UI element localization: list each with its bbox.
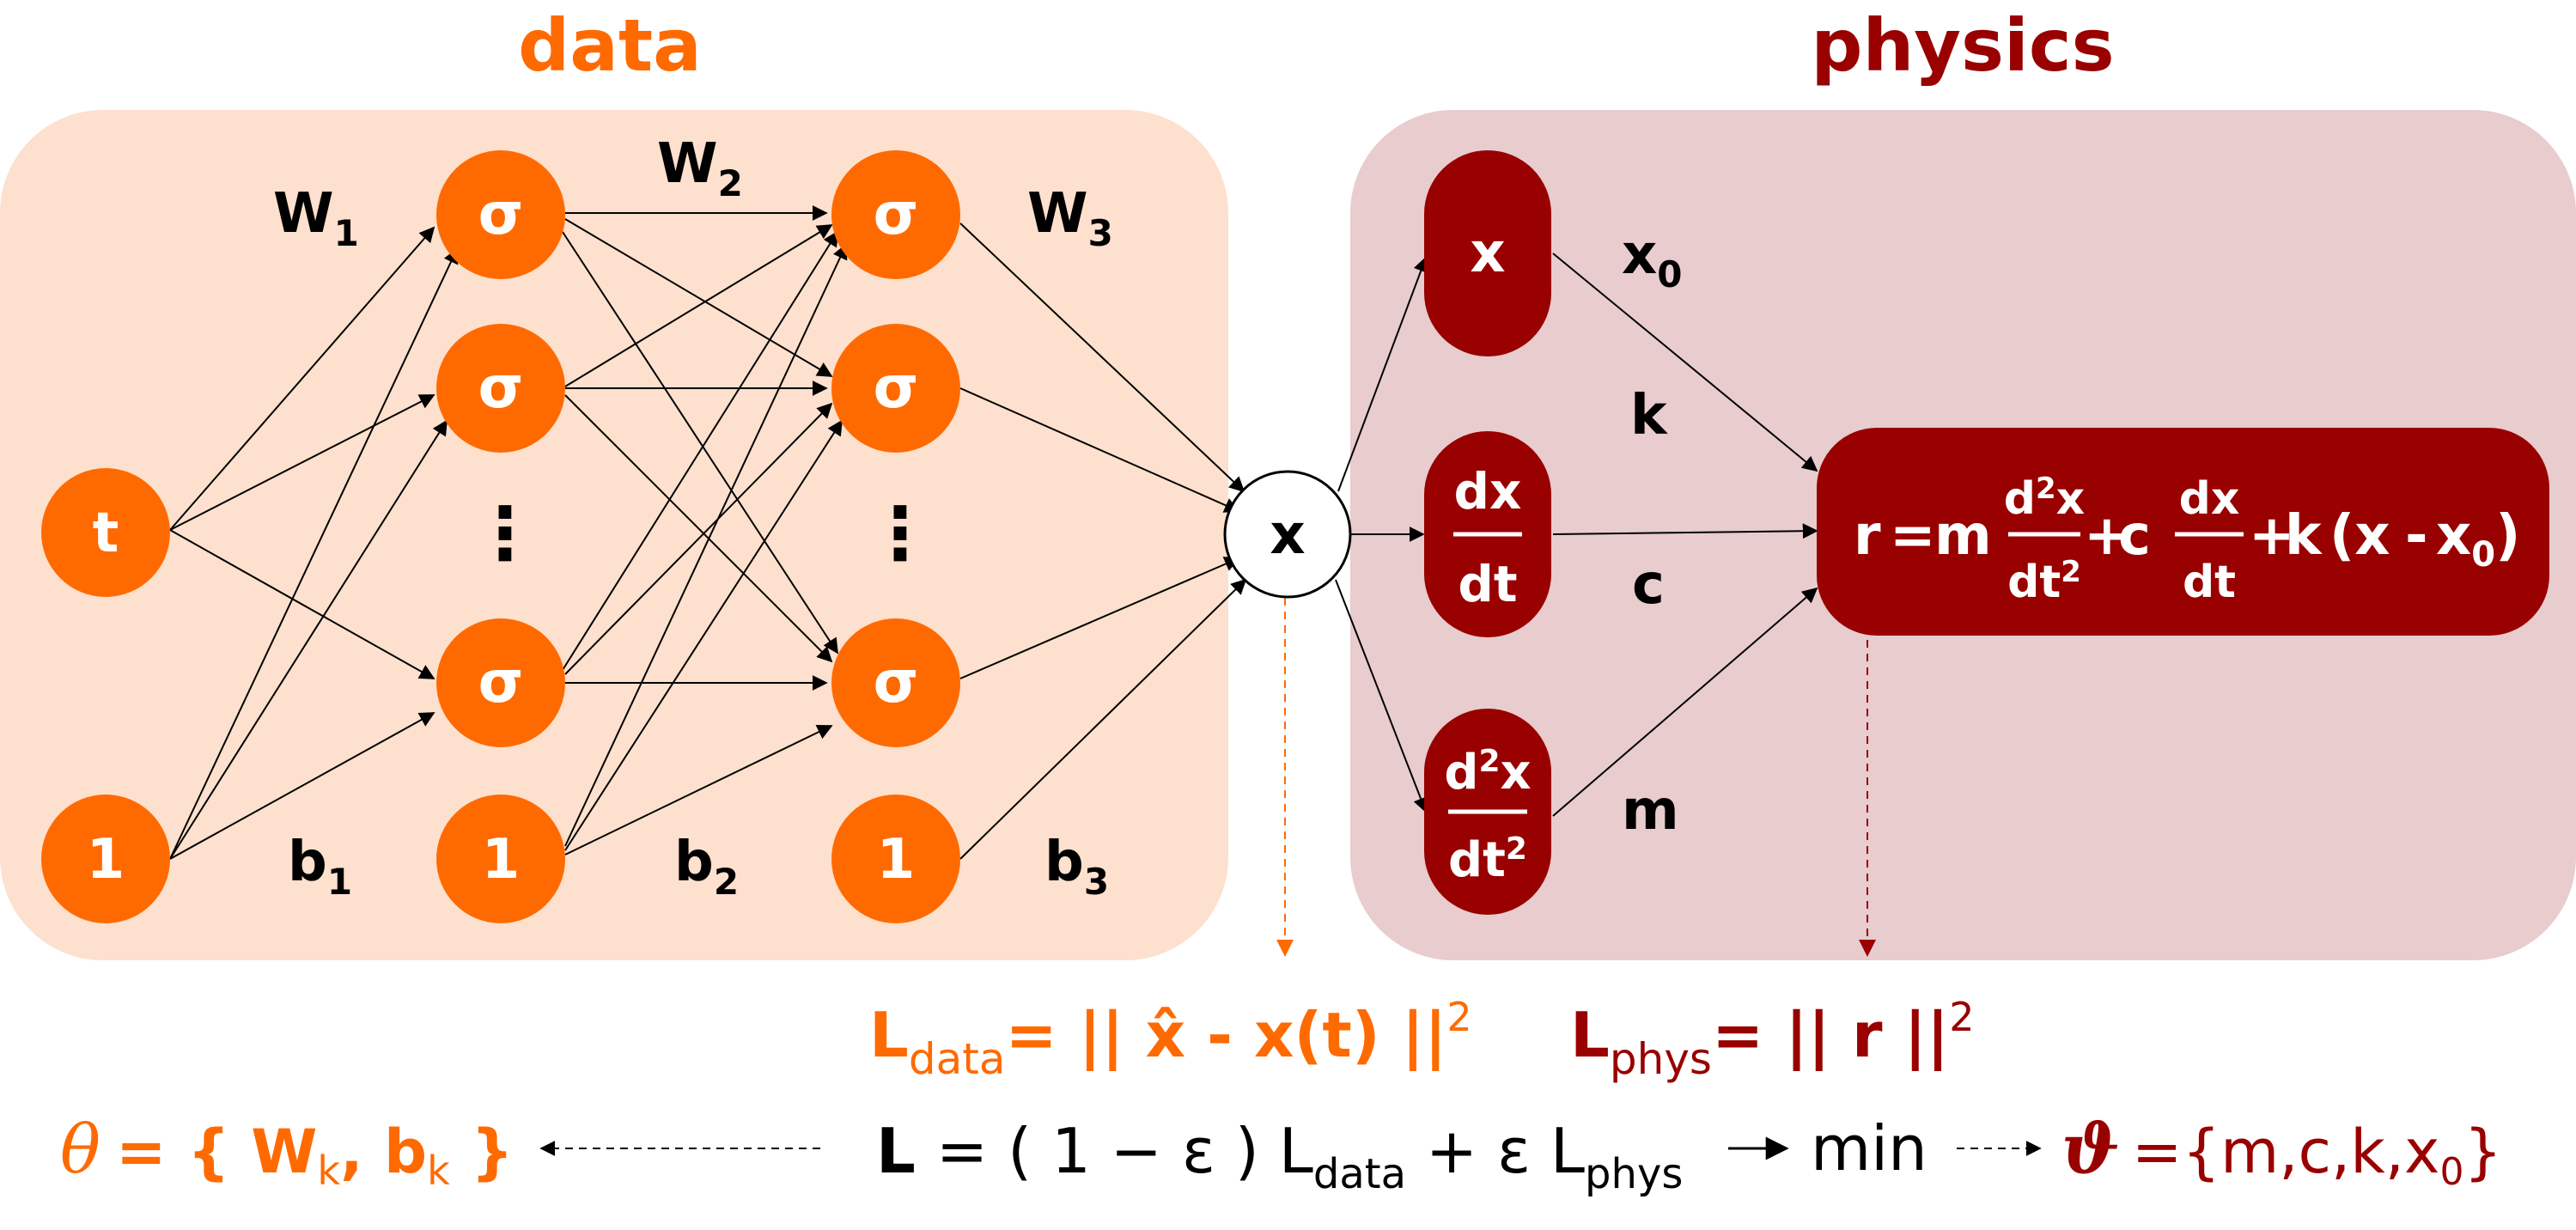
svg-text:x0): x0) [2436, 504, 2520, 575]
total-loss-equation: L= ( 1 − ε ) Ldata + ε Lphys [876, 1115, 1683, 1198]
svg-text:d2x: d2x [1444, 744, 1531, 801]
svg-text:t: t [93, 502, 119, 565]
theta-params: θ= { Wk, bk } [60, 1111, 514, 1194]
svg-text:σ: σ [478, 354, 524, 422]
svg-text:(x: (x [2329, 504, 2390, 568]
svg-text:σ: σ [874, 648, 919, 716]
svg-text:σ: σ [478, 648, 524, 716]
bias-label-2: b2 [674, 831, 739, 903]
input-node-t: t [41, 468, 170, 597]
vartheta-params: ϑ={m,c,k,x0} [2061, 1108, 2502, 1194]
physics-node-d2xdt2: d2x dt2 [1424, 709, 1551, 915]
svg-text:+: + [2249, 504, 2295, 568]
bias-node-1: 1 [41, 795, 170, 923]
physics-title: physics [1811, 3, 2114, 88]
phys-loss-equation: Lphys= || r ||2 [1570, 994, 1974, 1084]
weight-label-1: W1 [273, 182, 359, 254]
svg-text:dt2: dt2 [2007, 555, 2081, 608]
hidden-node-l1-3: σ [436, 618, 565, 747]
svg-text:1: 1 [482, 828, 521, 892]
physics-node-dxdt: dx dt [1424, 431, 1551, 637]
svg-text:m: m [1934, 504, 1992, 568]
svg-text:1: 1 [87, 828, 125, 892]
weight-label-3: W3 [1027, 182, 1113, 254]
weight-label-2: W2 [657, 132, 743, 204]
bias-label-3: b3 [1044, 831, 1109, 903]
svg-text:+: + [2084, 504, 2130, 568]
residual-equation: r = m d2x dt2 + c dx dt + k (x - x0) [1817, 428, 2549, 636]
svg-text:x: x [1470, 222, 1505, 285]
network-edges [169, 205, 1818, 860]
hidden-node-l2-3: σ [831, 618, 960, 747]
ellipsis-l2: ⋮ [864, 491, 936, 575]
svg-text:=: = [1890, 504, 1936, 568]
bias-node-3: 1 [831, 795, 960, 923]
svg-text:k: k [2285, 504, 2323, 568]
data-panel [0, 110, 1228, 960]
hidden-node-l2-2: σ [831, 324, 960, 453]
svg-text:σ: σ [478, 180, 524, 248]
physics-node-x: x [1424, 150, 1551, 356]
param-c: c [1632, 553, 1665, 617]
output-node-x: x [1223, 470, 1352, 599]
svg-text:σ: σ [874, 180, 919, 248]
data-title: data [518, 3, 702, 88]
ellipsis-l1: ⋮ [469, 491, 541, 575]
svg-text:dx: dx [1454, 462, 1522, 521]
svg-text:x: x [1270, 503, 1305, 567]
svg-text:1: 1 [877, 828, 916, 892]
hidden-node-l1-1: σ [436, 150, 565, 279]
param-m: m [1622, 779, 1679, 843]
svg-text:dx: dx [2179, 473, 2240, 525]
svg-text:dt2: dt2 [1448, 831, 1527, 888]
bias-node-2: 1 [436, 795, 565, 923]
data-loss-equation: Ldata= || x̂ - x(t) ||2 [869, 994, 1472, 1084]
param-k: k [1630, 384, 1668, 448]
svg-text:dt: dt [1458, 555, 1517, 613]
svg-text:-: - [2405, 504, 2428, 568]
min-label: min [1811, 1112, 1927, 1184]
svg-text:dt: dt [2183, 557, 2236, 608]
svg-text:σ: σ [874, 354, 919, 422]
param-x0: x0 [1622, 223, 1683, 295]
svg-text:c: c [2118, 504, 2151, 568]
hidden-node-l1-2: σ [436, 324, 565, 453]
svg-text:r: r [1854, 504, 1881, 568]
svg-text:d2x: d2x [2004, 472, 2085, 525]
bias-label-1: b1 [288, 831, 352, 903]
hidden-node-l2-1: σ [831, 150, 960, 279]
